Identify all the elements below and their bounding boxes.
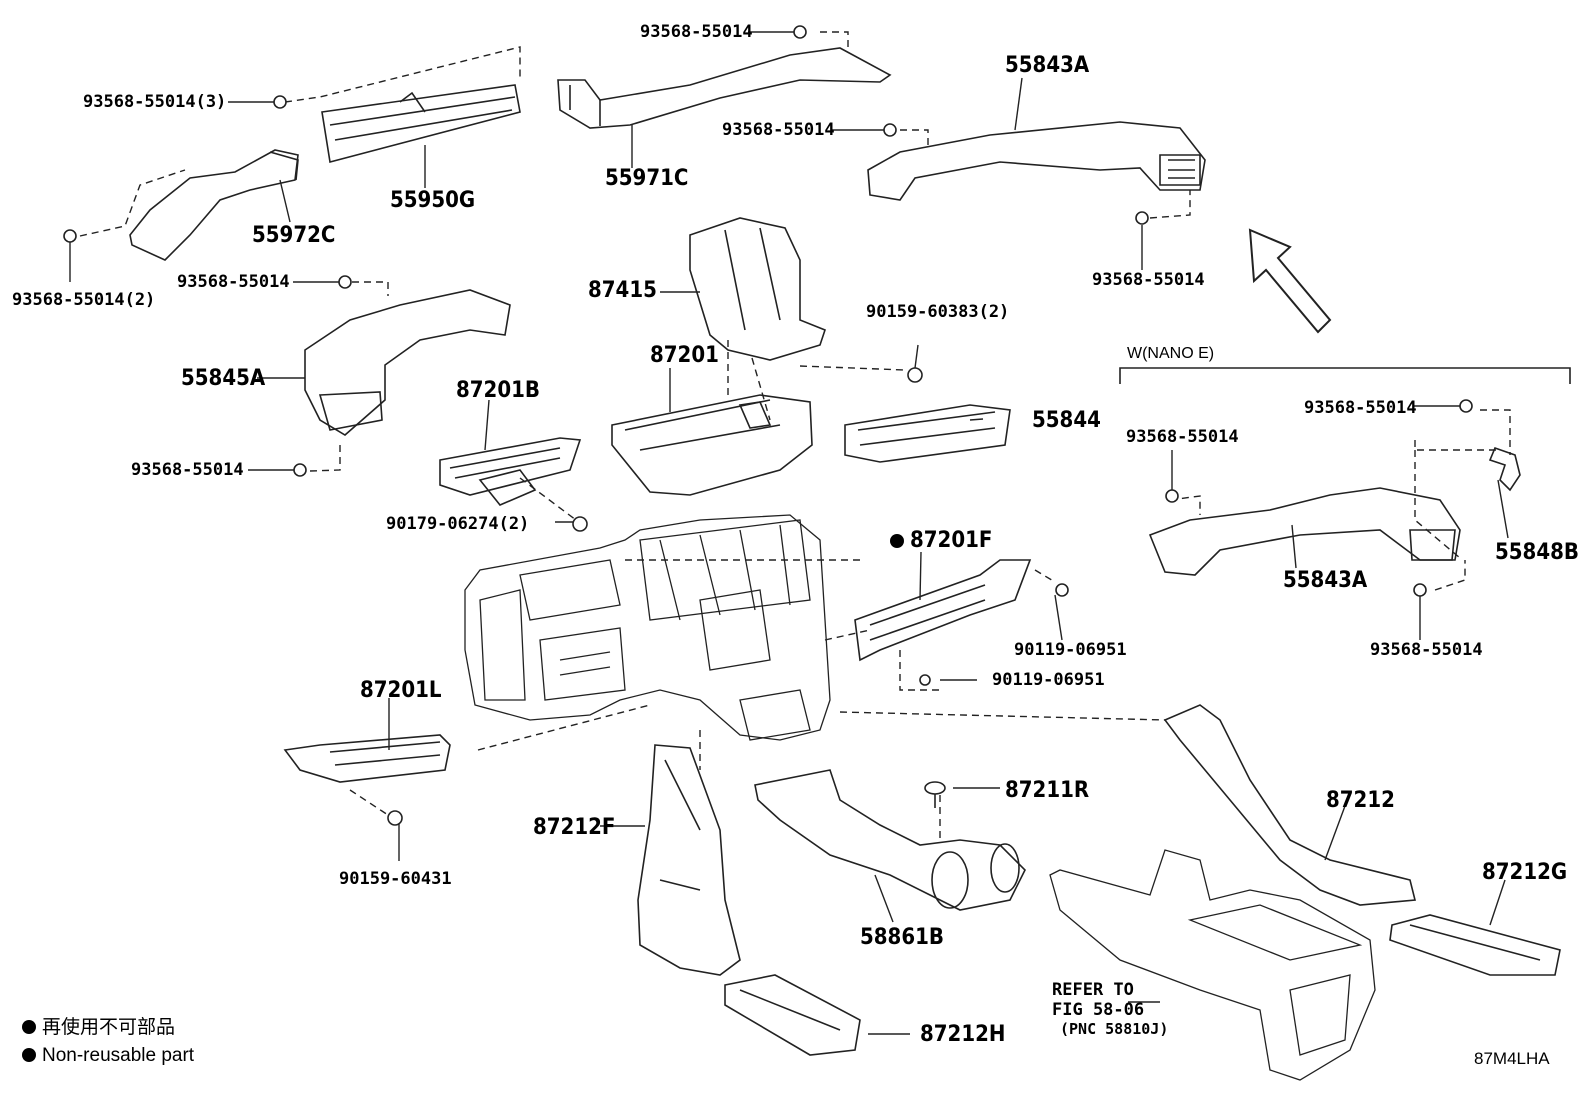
illustration-code: 87M4LHA <box>1474 1049 1550 1068</box>
duct-58861b-drawing <box>754 769 1026 911</box>
fastener-label-90119-b: 90119-06951 <box>992 670 1105 690</box>
fastener-label-left-3: 93568-55014(3) <box>83 92 227 112</box>
part-label-87201f-text: 87201F <box>910 528 993 553</box>
console-drawing <box>1049 849 1376 1081</box>
register-87201l-drawing <box>283 734 451 783</box>
part-label-55844[interactable]: 55844 <box>1032 408 1101 433</box>
duct-87212f-drawing <box>637 744 741 976</box>
front-arrow-icon <box>1248 228 1332 334</box>
part-label-55971c[interactable]: 55971C <box>605 166 689 191</box>
fastener-label-right-bottom: 93568-55014 <box>1092 270 1205 290</box>
part-label-87201f[interactable]: 87201F <box>890 530 992 552</box>
fastener-label-90119-a: 90119-06951 <box>1014 640 1127 660</box>
fastener-label-left-2: 93568-55014(2) <box>12 290 156 310</box>
fastener-label-top-center: 93568-55014 <box>640 22 753 42</box>
fastener-icons <box>63 25 1473 826</box>
duct-55971c-drawing <box>557 47 892 129</box>
part-label-87212[interactable]: 87212 <box>1326 788 1395 813</box>
nano-bracket <box>1119 367 1571 384</box>
part-label-87212g[interactable]: 87212G <box>1482 860 1568 885</box>
legend-jp-text: 再使用不可部品 <box>42 1017 176 1038</box>
fastener-label-90179: 90179-06274(2) <box>386 514 530 534</box>
fastener-label-right-mid: 93568-55014 <box>722 120 835 140</box>
fastener-label-nano-bottom: 93568-55014 <box>1370 640 1483 660</box>
part-label-87212f[interactable]: 87212F <box>533 815 616 840</box>
part-label-87211r[interactable]: 87211R <box>1005 778 1090 803</box>
register-87201f-drawing <box>854 559 1032 662</box>
duct-55972c-drawing <box>129 149 299 261</box>
duct-87212h-drawing <box>724 974 861 1056</box>
duct-87212-drawing <box>1163 704 1417 906</box>
hvac-unit-drawing <box>464 514 831 741</box>
register-housing-87201-drawing <box>611 394 813 496</box>
part-label-55848b[interactable]: 55848B <box>1495 540 1579 565</box>
label-leaders <box>69 31 1509 1035</box>
bracket-55848b-drawing <box>1488 446 1521 492</box>
duct-55845a-drawing <box>304 289 511 436</box>
duct-55843a-nano-drawing <box>1148 487 1461 576</box>
bullet-icon <box>22 1020 36 1034</box>
fastener-label-nano-left: 93568-55014 <box>1126 427 1239 447</box>
part-label-87415[interactable]: 87415 <box>588 278 657 303</box>
duct-87415-drawing <box>689 217 826 361</box>
dashed-leaders <box>79 31 1511 840</box>
duct-87212g-drawing <box>1389 914 1561 976</box>
non-reusable-mark-icon <box>890 534 904 548</box>
legend-jp: 再使用不可部品 <box>22 1018 175 1037</box>
refer-line-2: FIG 58-06 <box>1052 1000 1145 1020</box>
clip-87211r-drawing <box>924 781 946 808</box>
legend-en-text: Non-reusable part <box>42 1045 195 1066</box>
fastener-label-left-mid: 93568-55014 <box>177 272 290 292</box>
refer-line-3: (PNC 58810J) <box>1060 1020 1169 1038</box>
refer-line-1: REFER TO <box>1052 980 1134 1000</box>
part-label-55843a-top[interactable]: 55843A <box>1005 53 1090 78</box>
part-label-55972c[interactable]: 55972C <box>252 223 336 248</box>
part-label-87212h[interactable]: 87212H <box>920 1022 1006 1047</box>
bullet-icon <box>22 1048 36 1062</box>
part-label-58861b[interactable]: 58861B <box>860 925 944 950</box>
part-label-55845a[interactable]: 55845A <box>181 366 266 391</box>
part-label-87201l[interactable]: 87201L <box>360 678 442 703</box>
duct-55950g-drawing <box>321 84 521 163</box>
part-label-55950g[interactable]: 55950G <box>390 188 476 213</box>
fastener-label-left-low: 93568-55014 <box>131 460 244 480</box>
register-87201b-drawing <box>439 437 582 506</box>
duct-55843a-top-drawing <box>867 121 1206 201</box>
fastener-label-90159-60383: 90159-60383(2) <box>866 302 1010 322</box>
fastener-label-90159-60431: 90159-60431 <box>339 869 452 889</box>
variant-label: W(NANO E) <box>1127 345 1215 362</box>
fastener-label-nano-top: 93568-55014 <box>1304 398 1417 418</box>
part-label-87201[interactable]: 87201 <box>650 343 719 368</box>
legend-en: Non-reusable part <box>22 1046 194 1065</box>
part-label-87201b[interactable]: 87201B <box>456 378 540 403</box>
part-label-55843a-nano[interactable]: 55843A <box>1283 568 1368 593</box>
register-55844-drawing <box>844 404 1011 463</box>
